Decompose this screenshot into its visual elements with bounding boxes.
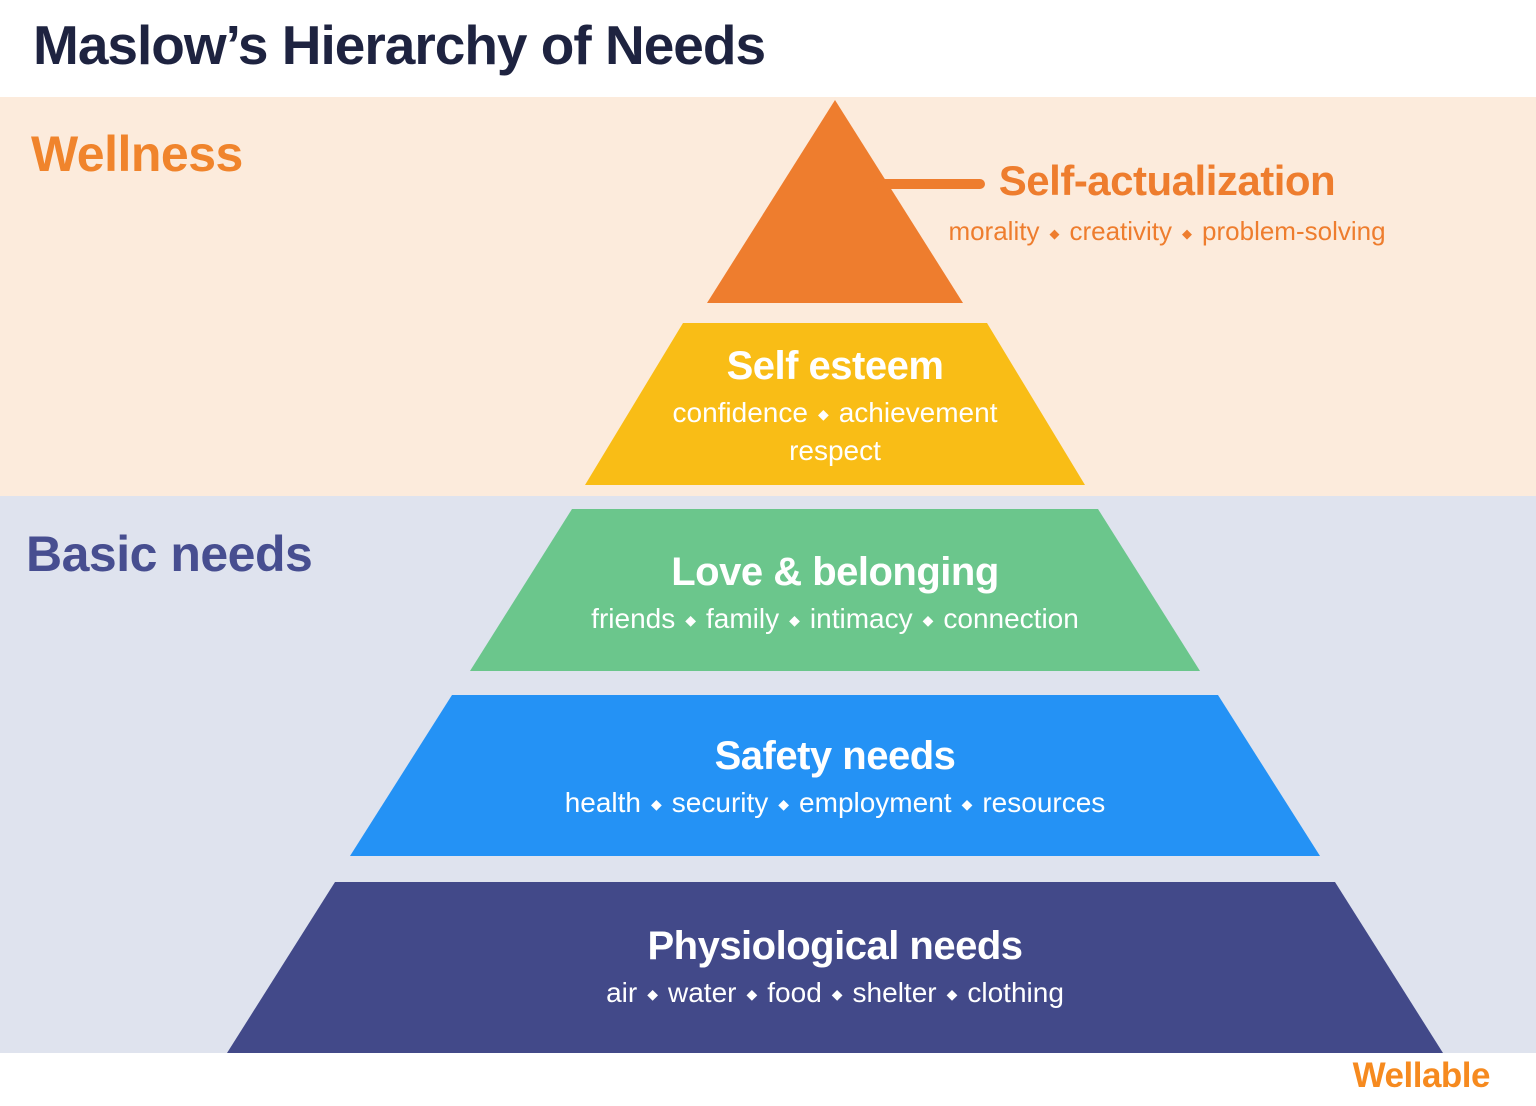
diamond-separator: ◆ [817, 406, 829, 423]
safety-needs-title: Safety needs [714, 734, 956, 778]
diamond-separator: ◆ [789, 612, 800, 629]
physiological-needs-label-group: Physiological needs air◆water◆food◆shelt… [535, 922, 1135, 1012]
safety-needs-label-group: Safety needs health◆security◆employment◆… [535, 732, 1135, 822]
self-esteem-title: Self esteem [726, 344, 944, 388]
basic-needs-label: Basic needs [26, 526, 313, 582]
diamond-separator: ◆ [922, 612, 934, 629]
self-actualization-label-group: Self-actualization morality◆creativity◆p… [917, 156, 1417, 249]
physiological-needs-shape [227, 882, 1443, 1053]
diamond-separator: ◆ [946, 986, 958, 1003]
safety-needs-items: health◆security◆employment◆resources [564, 787, 1106, 818]
self-esteem-shape [585, 323, 1085, 485]
safety-needs-shape [350, 695, 1320, 856]
wellness-label: Wellness [31, 126, 243, 182]
self-actualization-title: Self-actualization [998, 157, 1336, 204]
page-title: Maslow’s Hierarchy of Needs [33, 14, 766, 76]
self-esteem-label-group: Self esteem confidence◆achievement respe… [535, 342, 1135, 470]
love-belonging-shape [470, 509, 1200, 671]
wellable-logo: Wellable [1352, 1056, 1491, 1095]
diamond-separator: ◆ [831, 986, 843, 1003]
self-actualization-shape [707, 100, 963, 303]
diamond-separator: ◆ [1049, 226, 1060, 242]
love-belonging-label-group: Love & belonging friends◆family◆intimacy… [535, 548, 1135, 638]
diamond-separator: ◆ [961, 796, 973, 813]
diamond-separator: ◆ [746, 986, 758, 1003]
love-belonging-items: friends◆family◆intimacy◆connection [591, 603, 1079, 634]
physiological-needs-items: air◆water◆food◆shelter◆clothing [606, 977, 1064, 1008]
diamond-separator: ◆ [685, 612, 696, 629]
self-esteem-items-line2: respect [789, 434, 881, 466]
physiological-needs-title: Physiological needs [647, 924, 1023, 968]
self-actualization-items: morality◆creativity◆problem-solving [948, 216, 1386, 247]
love-belonging-title: Love & belonging [671, 550, 999, 594]
diamond-separator: ◆ [651, 796, 662, 813]
self-esteem-items-line1: confidence◆achievement [672, 397, 998, 428]
diamond-separator: ◆ [778, 796, 790, 813]
diamond-separator: ◆ [647, 986, 659, 1003]
diamond-separator: ◆ [1182, 226, 1193, 242]
